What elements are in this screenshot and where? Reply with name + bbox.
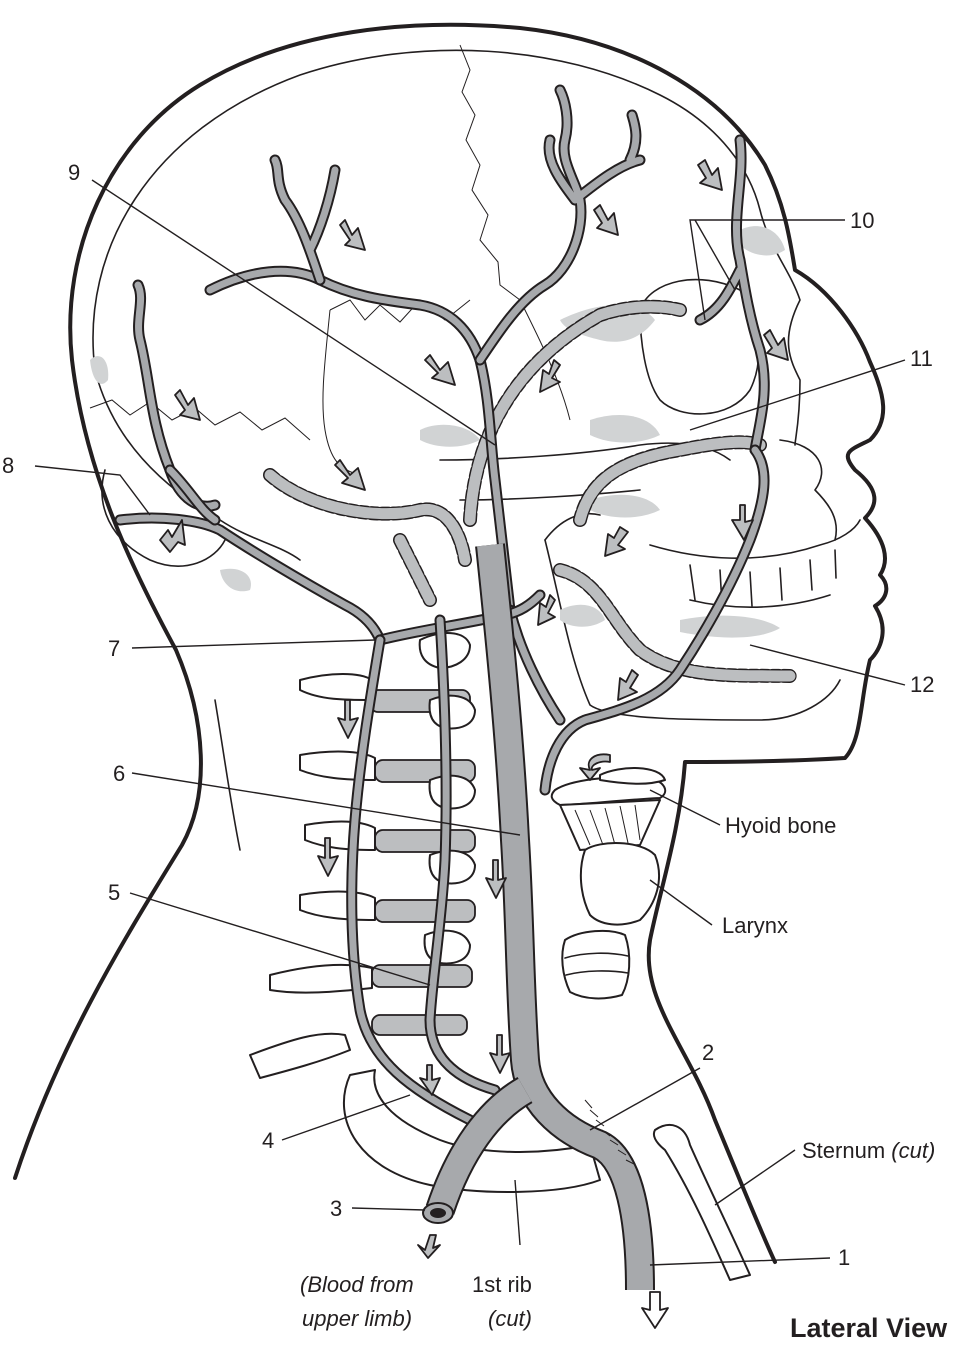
label-hyoid-bone: Hyoid bone — [725, 813, 836, 838]
label-4: 4 — [262, 1128, 274, 1153]
label-5: 5 — [108, 880, 120, 905]
leader-8 — [35, 466, 150, 515]
leader-3 — [352, 1208, 425, 1210]
label-3: 3 — [330, 1196, 342, 1221]
label-10: 10 — [850, 208, 874, 233]
label-blood-line2: upper limb) — [302, 1306, 412, 1331]
label-9: 9 — [68, 160, 80, 185]
label-blood-line1: (Blood from — [300, 1272, 414, 1297]
label-6: 6 — [113, 761, 125, 786]
label-1: 1 — [838, 1245, 850, 1270]
label-sternum: Sternum (cut) — [802, 1138, 935, 1163]
leader-sternum — [715, 1150, 795, 1205]
label-larynx: Larynx — [722, 913, 788, 938]
label-8: 8 — [2, 453, 14, 478]
label-7: 7 — [108, 636, 120, 661]
leader-2 — [590, 1068, 700, 1130]
figure-title: Lateral View — [790, 1313, 948, 1343]
label-sternum-note: (cut) — [891, 1138, 935, 1163]
label-first-rib: 1st rib — [472, 1272, 532, 1297]
label-sternum-name: Sternum — [802, 1138, 885, 1163]
label-2: 2 — [702, 1040, 714, 1065]
label-11: 11 — [910, 346, 933, 371]
label-first-rib-note: (cut) — [488, 1306, 532, 1331]
leader-7 — [132, 640, 375, 648]
label-12: 12 — [910, 672, 934, 697]
leader-hyoid — [650, 790, 720, 825]
